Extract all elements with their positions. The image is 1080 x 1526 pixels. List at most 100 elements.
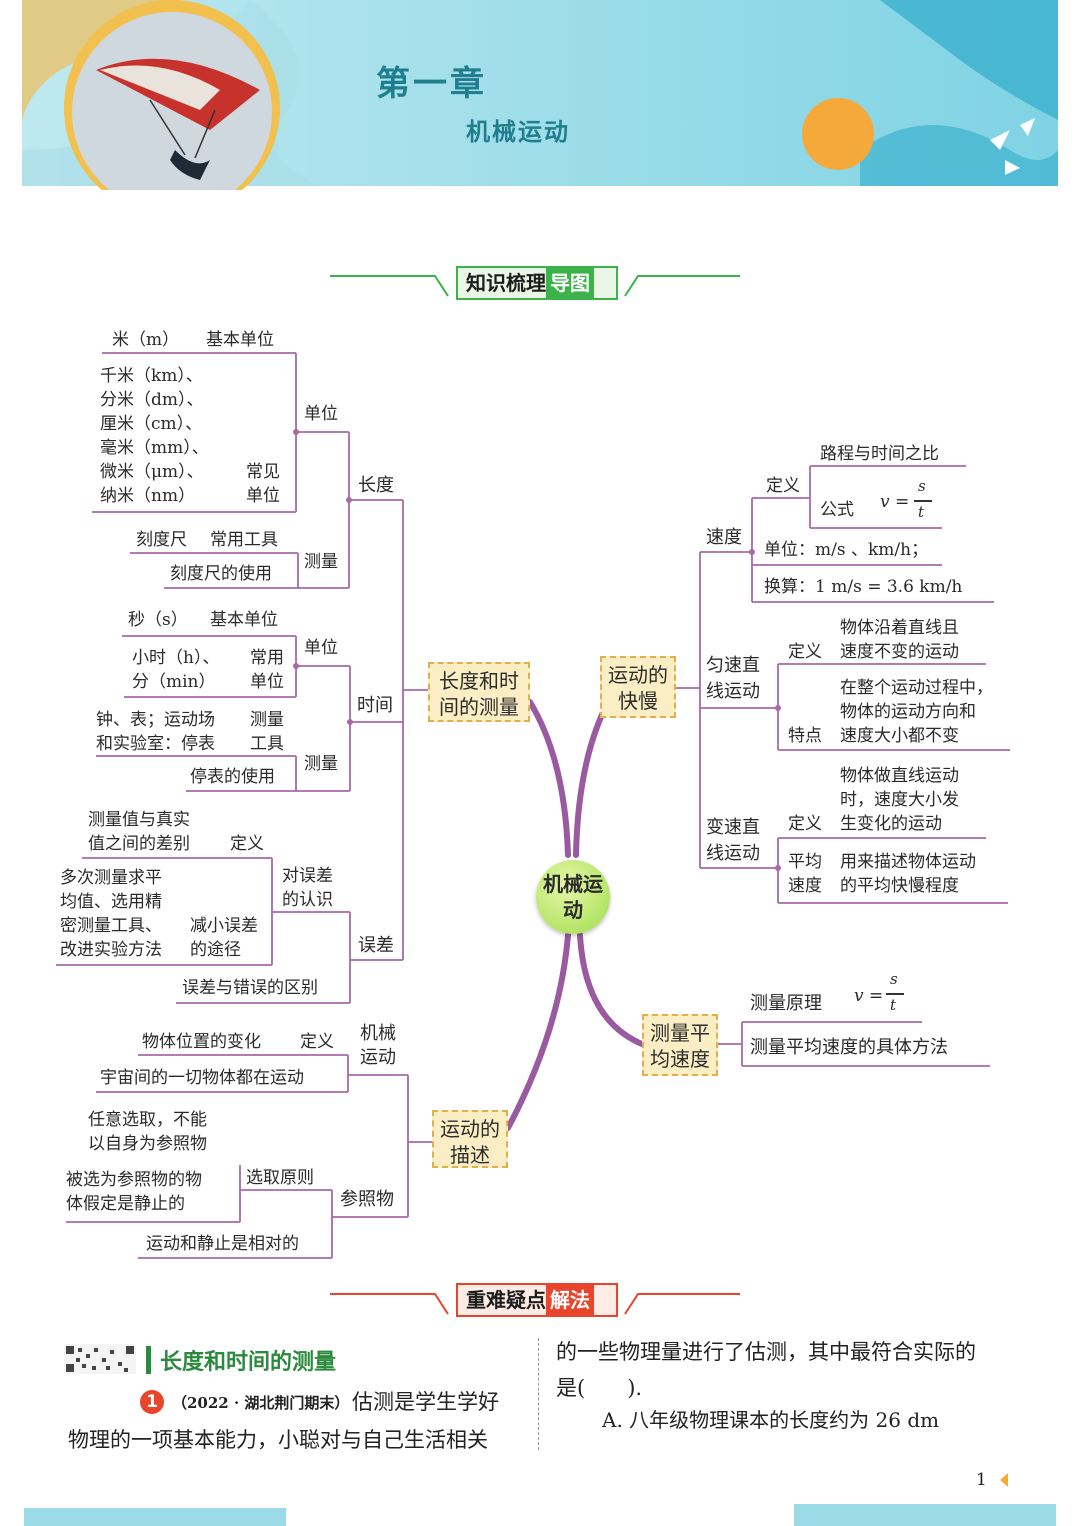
variable-line2: 线运动 (706, 843, 760, 864)
unit-word-label: 单位 (246, 486, 280, 506)
variable-definition-label: 定义 (788, 814, 822, 834)
difficulty-banner: 重难疑点解法 (456, 1283, 618, 1317)
banner2-right: 解法 (546, 1285, 594, 1315)
column-divider (538, 1338, 539, 1450)
second-unit: 秒（s） (128, 610, 188, 630)
speed-definition-label: 定义 (766, 476, 800, 496)
node-average-speed: 测量平均速度 (642, 1014, 718, 1076)
principle-label: 选取原则 (246, 1168, 314, 1188)
reduce-line2: 均值、选用精 (60, 892, 162, 912)
principle-denominator: t (890, 996, 897, 1014)
uniform-feature-line1: 在整个运动过程中， (840, 678, 993, 698)
formula-denominator: t (918, 503, 925, 521)
question-line4: 是( ). (556, 1376, 643, 1400)
clock-line2: 和实验室：停表 (96, 734, 215, 754)
header-background (22, 0, 1058, 190)
error-label: 误差 (358, 935, 394, 956)
banner-left: 知识梳理 (466, 271, 546, 295)
basic-unit2-label: 基本单位 (210, 610, 278, 630)
error-def-line1: 测量值与真实 (88, 810, 190, 830)
measure-tool-line1: 测量 (250, 710, 284, 730)
uniform-feature-line2: 物体的运动方向和 (840, 702, 976, 722)
formula-fraction-bar (914, 500, 932, 502)
length-measure-label: 测量 (304, 552, 338, 572)
mindmap-banner: 知识梳理导图 (456, 266, 618, 300)
length-unit-label: 单位 (304, 404, 338, 424)
relative-label: 运动和静止是相对的 (146, 1234, 299, 1254)
average-desc-line1: 用来描述物体运动 (840, 852, 976, 872)
unit-word2-label: 单位 (250, 672, 284, 692)
node-motion-desc: 运动的描述 (432, 1110, 508, 1168)
option-a[interactable]: A. 八年级物理课本的长度约为 26 dm (602, 1408, 940, 1432)
mech-motion-label: 机械运动 (360, 1023, 396, 1068)
measure-method-label: 测量平均速度的具体方法 (750, 1037, 948, 1058)
definition2-label: 定义 (300, 1032, 334, 1052)
uniform-definition-label: 定义 (788, 642, 822, 662)
reduce-way-line1: 减小误差 (190, 916, 258, 936)
length-label: 长度 (358, 475, 394, 496)
node-length-time: 长度和时间的测量 (428, 662, 530, 722)
uniform-line2: 线运动 (706, 681, 760, 702)
reference-line1: 任意选取，不能 (88, 1110, 207, 1130)
banner2-left: 重难疑点 (466, 1288, 546, 1312)
speed-label: 速度 (706, 527, 742, 548)
question-source: （2022 · 湖北荆门期末） (172, 1394, 350, 1412)
error-def-line2: 值之间的差别 (88, 834, 190, 854)
reduce-way-line2: 的途径 (190, 940, 241, 960)
hour-unit: 小时（h）、 (132, 648, 220, 668)
chapter-subtitle: 机械运动 (466, 118, 570, 146)
uniform-def-line1: 物体沿着直线且 (840, 618, 959, 638)
banner2-decoration (330, 1293, 740, 1315)
variable-def-line3: 生变化的运动 (840, 814, 942, 834)
average-desc-line2: 的平均快慢程度 (840, 876, 959, 896)
question-line1: 估测是学生学好 (352, 1390, 499, 1414)
chapter-title: 第一章 (376, 64, 487, 104)
dm-unit: 分米（dm）、 (100, 390, 204, 410)
section-title: 长度和时间的测量 (160, 1350, 337, 1375)
footer-bar-right (794, 1504, 1056, 1526)
uniform-def-line2: 速度不变的运动 (840, 642, 959, 662)
common-tool-label: 常用工具 (210, 530, 278, 550)
formula-v-eq: v = (880, 492, 910, 512)
principle-fraction-bar (886, 993, 904, 995)
node-speed: 运动的快慢 (600, 656, 676, 718)
speed-unit-label: 单位：m/s 、km/h； (764, 540, 929, 560)
banner-decoration (330, 275, 740, 297)
ruler-label: 刻度尺 (136, 530, 187, 550)
common-label: 常见 (246, 462, 280, 482)
average-line1: 平均 (788, 852, 822, 872)
node-center: 机械运动 (536, 860, 610, 934)
position-change-label: 物体位置的变化 (142, 1032, 261, 1052)
common2-label: 常用 (250, 648, 284, 668)
question-line3: 的一些物理量进行了估测，其中最符合实际的 (556, 1340, 976, 1364)
qr-code-icon (64, 1344, 136, 1374)
measure-principle-label: 测量原理 (750, 993, 822, 1014)
reference-label: 参照物 (340, 1189, 394, 1210)
error-definition-label: 定义 (230, 834, 264, 854)
nm-unit: 纳米（nm） (100, 486, 196, 506)
speed-ratio-label: 路程与时间之比 (820, 444, 939, 464)
principle-numerator: s (890, 970, 898, 988)
basic-unit-label: 基本单位 (206, 330, 274, 350)
error-vs-mistake: 误差与错误的区别 (182, 978, 318, 998)
reference-line4: 体假定是静止的 (66, 1194, 185, 1214)
minute-unit: 分（min） (132, 672, 216, 692)
time-measure-label: 测量 (304, 754, 338, 774)
reference-line3: 被选为参照物的物 (66, 1170, 202, 1190)
variable-def-line1: 物体做直线运动 (840, 766, 959, 786)
measure-tool-line2: 工具 (250, 734, 284, 754)
uniform-line1: 匀速直 (706, 655, 760, 676)
clock-line1: 钟、表；运动场 (96, 710, 215, 730)
um-unit: 微米（μm）、 (100, 462, 204, 482)
cm-unit: 厘米（cm）、 (100, 414, 203, 434)
mm-unit: 毫米（mm）、 (100, 438, 209, 458)
average-line2: 速度 (788, 876, 822, 896)
reduce-line3: 密测量工具、 (60, 916, 162, 936)
understand-line1: 对误差 (282, 866, 333, 886)
question-number-badge: 1 (140, 1390, 164, 1414)
principle-v-eq: v = (854, 986, 884, 1006)
page-arrow-icon (1000, 1473, 1008, 1487)
formula-label: 公式 (820, 500, 854, 520)
ruler-use-label: 刻度尺的使用 (170, 564, 272, 584)
